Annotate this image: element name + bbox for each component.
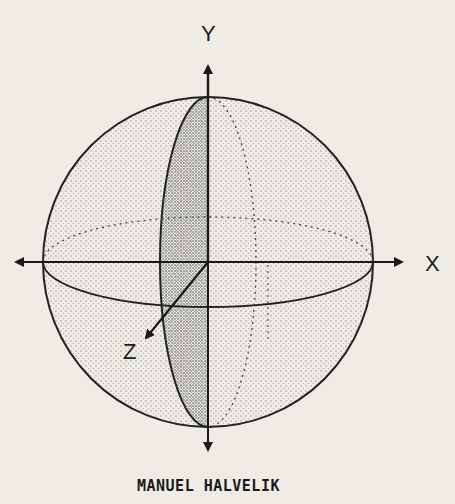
y-axis-neg: [207, 262, 209, 450]
axis-label: Y: [201, 21, 216, 47]
x-axis: [208, 261, 402, 263]
guide-line: [267, 265, 268, 340]
axis-label: X: [425, 251, 440, 277]
axis-label: Z: [123, 339, 136, 365]
y-axis: [207, 66, 209, 262]
caption: MANUEL HALVELIK: [137, 477, 280, 495]
z-axis: [146, 262, 208, 338]
x-axis-neg: [16, 261, 208, 263]
